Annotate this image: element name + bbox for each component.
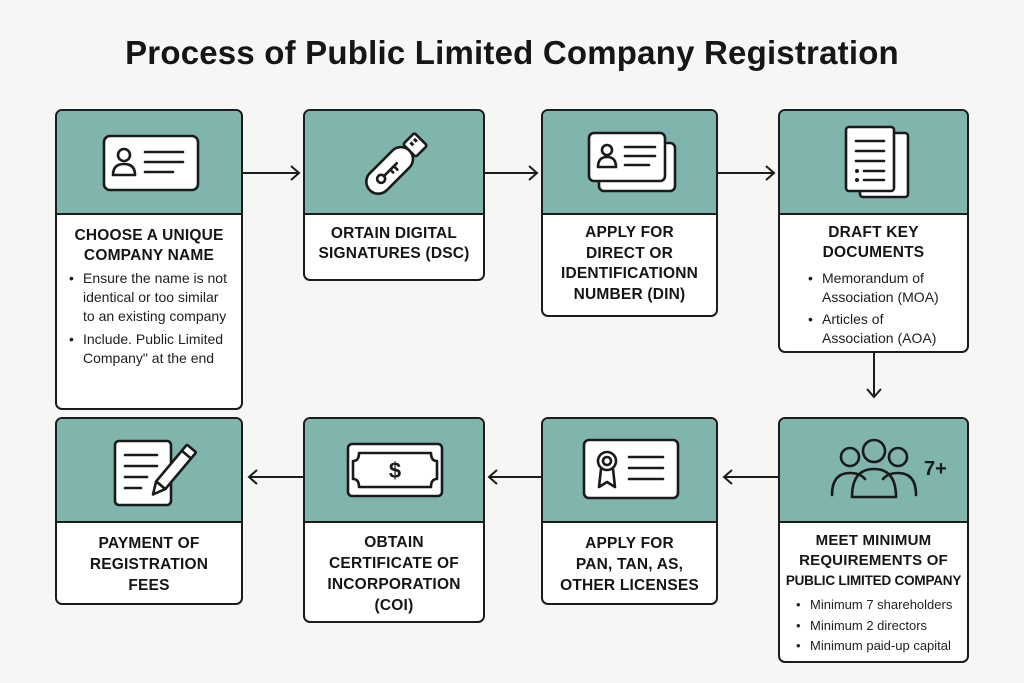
list-item: Minimum 7 shareholders [792,595,965,616]
list-item: Articles of Association (AOA) [804,310,953,348]
certificate-card-icon [582,438,680,500]
step-heading: CHOOSE A UNIQUE COMPANY NAME [74,227,224,264]
icon-band [780,111,967,215]
list-item: Memorandum of Association (MOA) [804,269,953,307]
usb-key-icon [365,132,428,195]
flow-arrow-right [718,165,776,181]
step-heading: OBTAIN CERTIFICATE OF INCORPORATION (COI… [327,534,461,614]
id-card-icon [102,134,200,192]
page-title: Process of Public Limited Company Regist… [125,34,899,71]
step-card-certificate-incorporation: $ OBTAIN CERTIFICATE OF INCORPORATION (C… [303,417,485,623]
flow-arrow-right [243,165,301,181]
step-bullets: Memorandum of Association (MOA) Articles… [788,269,959,348]
step-heading: PAYMENT OF REGISTRATION FEES [89,535,209,594]
list-item: Ensure the name is not identical or too … [65,269,233,326]
people-group-icon: 7+ [830,438,947,499]
dollar-symbol: $ [389,458,401,483]
step-bullets: Ensure the name is not identical or too … [65,269,233,368]
icon-band [57,419,241,523]
id-cards-icon [587,131,677,193]
step-card-choose-name: CHOOSE A UNIQUE COMPANY NAME Ensure the … [55,109,243,410]
icon-band [543,419,716,523]
flow-arrow-left [722,469,778,485]
list-item: Include. Public Limited Company" at the … [65,330,233,368]
step-card-draft-documents: DRAFT KEY DOCUMENTS Memorandum of Associ… [778,109,969,353]
step-card-apply-din: APPLY FOR DIRECT OR IDENTIFICATIONN NUMB… [541,109,718,317]
form-pencil-icon [113,439,198,507]
step-card-digital-signatures: ORTAIN DIGITAL SIGNATURES (DSC) [303,109,485,281]
flow-arrow-left [247,469,303,485]
list-item: Minimum 2 directors [792,616,965,637]
step-heading: APPLY FOR DIRECT OR IDENTIFICATIONN NUMB… [560,224,699,303]
icon-badge: 7+ [924,458,947,480]
flow-arrow-down [866,353,882,399]
step-card-apply-pan-tan: APPLY FOR PAN, TAN, AS, OTHER LICENSES [541,417,718,605]
step-bullets: Minimum 7 shareholders Minimum 2 directo… [782,595,965,657]
step-heading: APPLY FOR PAN, TAN, AS, OTHER LICENSES [560,535,699,594]
icon-band [543,111,716,215]
flow-arrow-right [485,165,539,181]
step-heading: ORTAIN DIGITAL SIGNATURES (DSC) [318,225,470,262]
banknote-icon: $ [346,442,444,498]
flow-arrow-left [487,469,541,485]
documents-icon [844,125,910,199]
list-item: Minimum paid-up capital [792,636,965,657]
step-heading: DRAFT KEY DOCUMENTS [822,224,925,261]
icon-band [57,111,241,215]
icon-band: $ [305,419,483,523]
icon-band [305,111,483,215]
step-heading: MEET MINIMUM REQUIREMENTS OF PUBLIC LIMI… [785,532,962,588]
step-card-payment-fees: PAYMENT OF REGISTRATION FEES [55,417,243,605]
icon-band: 7+ [780,419,967,523]
step-card-minimum-requirements: 7+ MEET MINIMUM REQUIREMENTS OF PUBLIC L… [778,417,969,663]
